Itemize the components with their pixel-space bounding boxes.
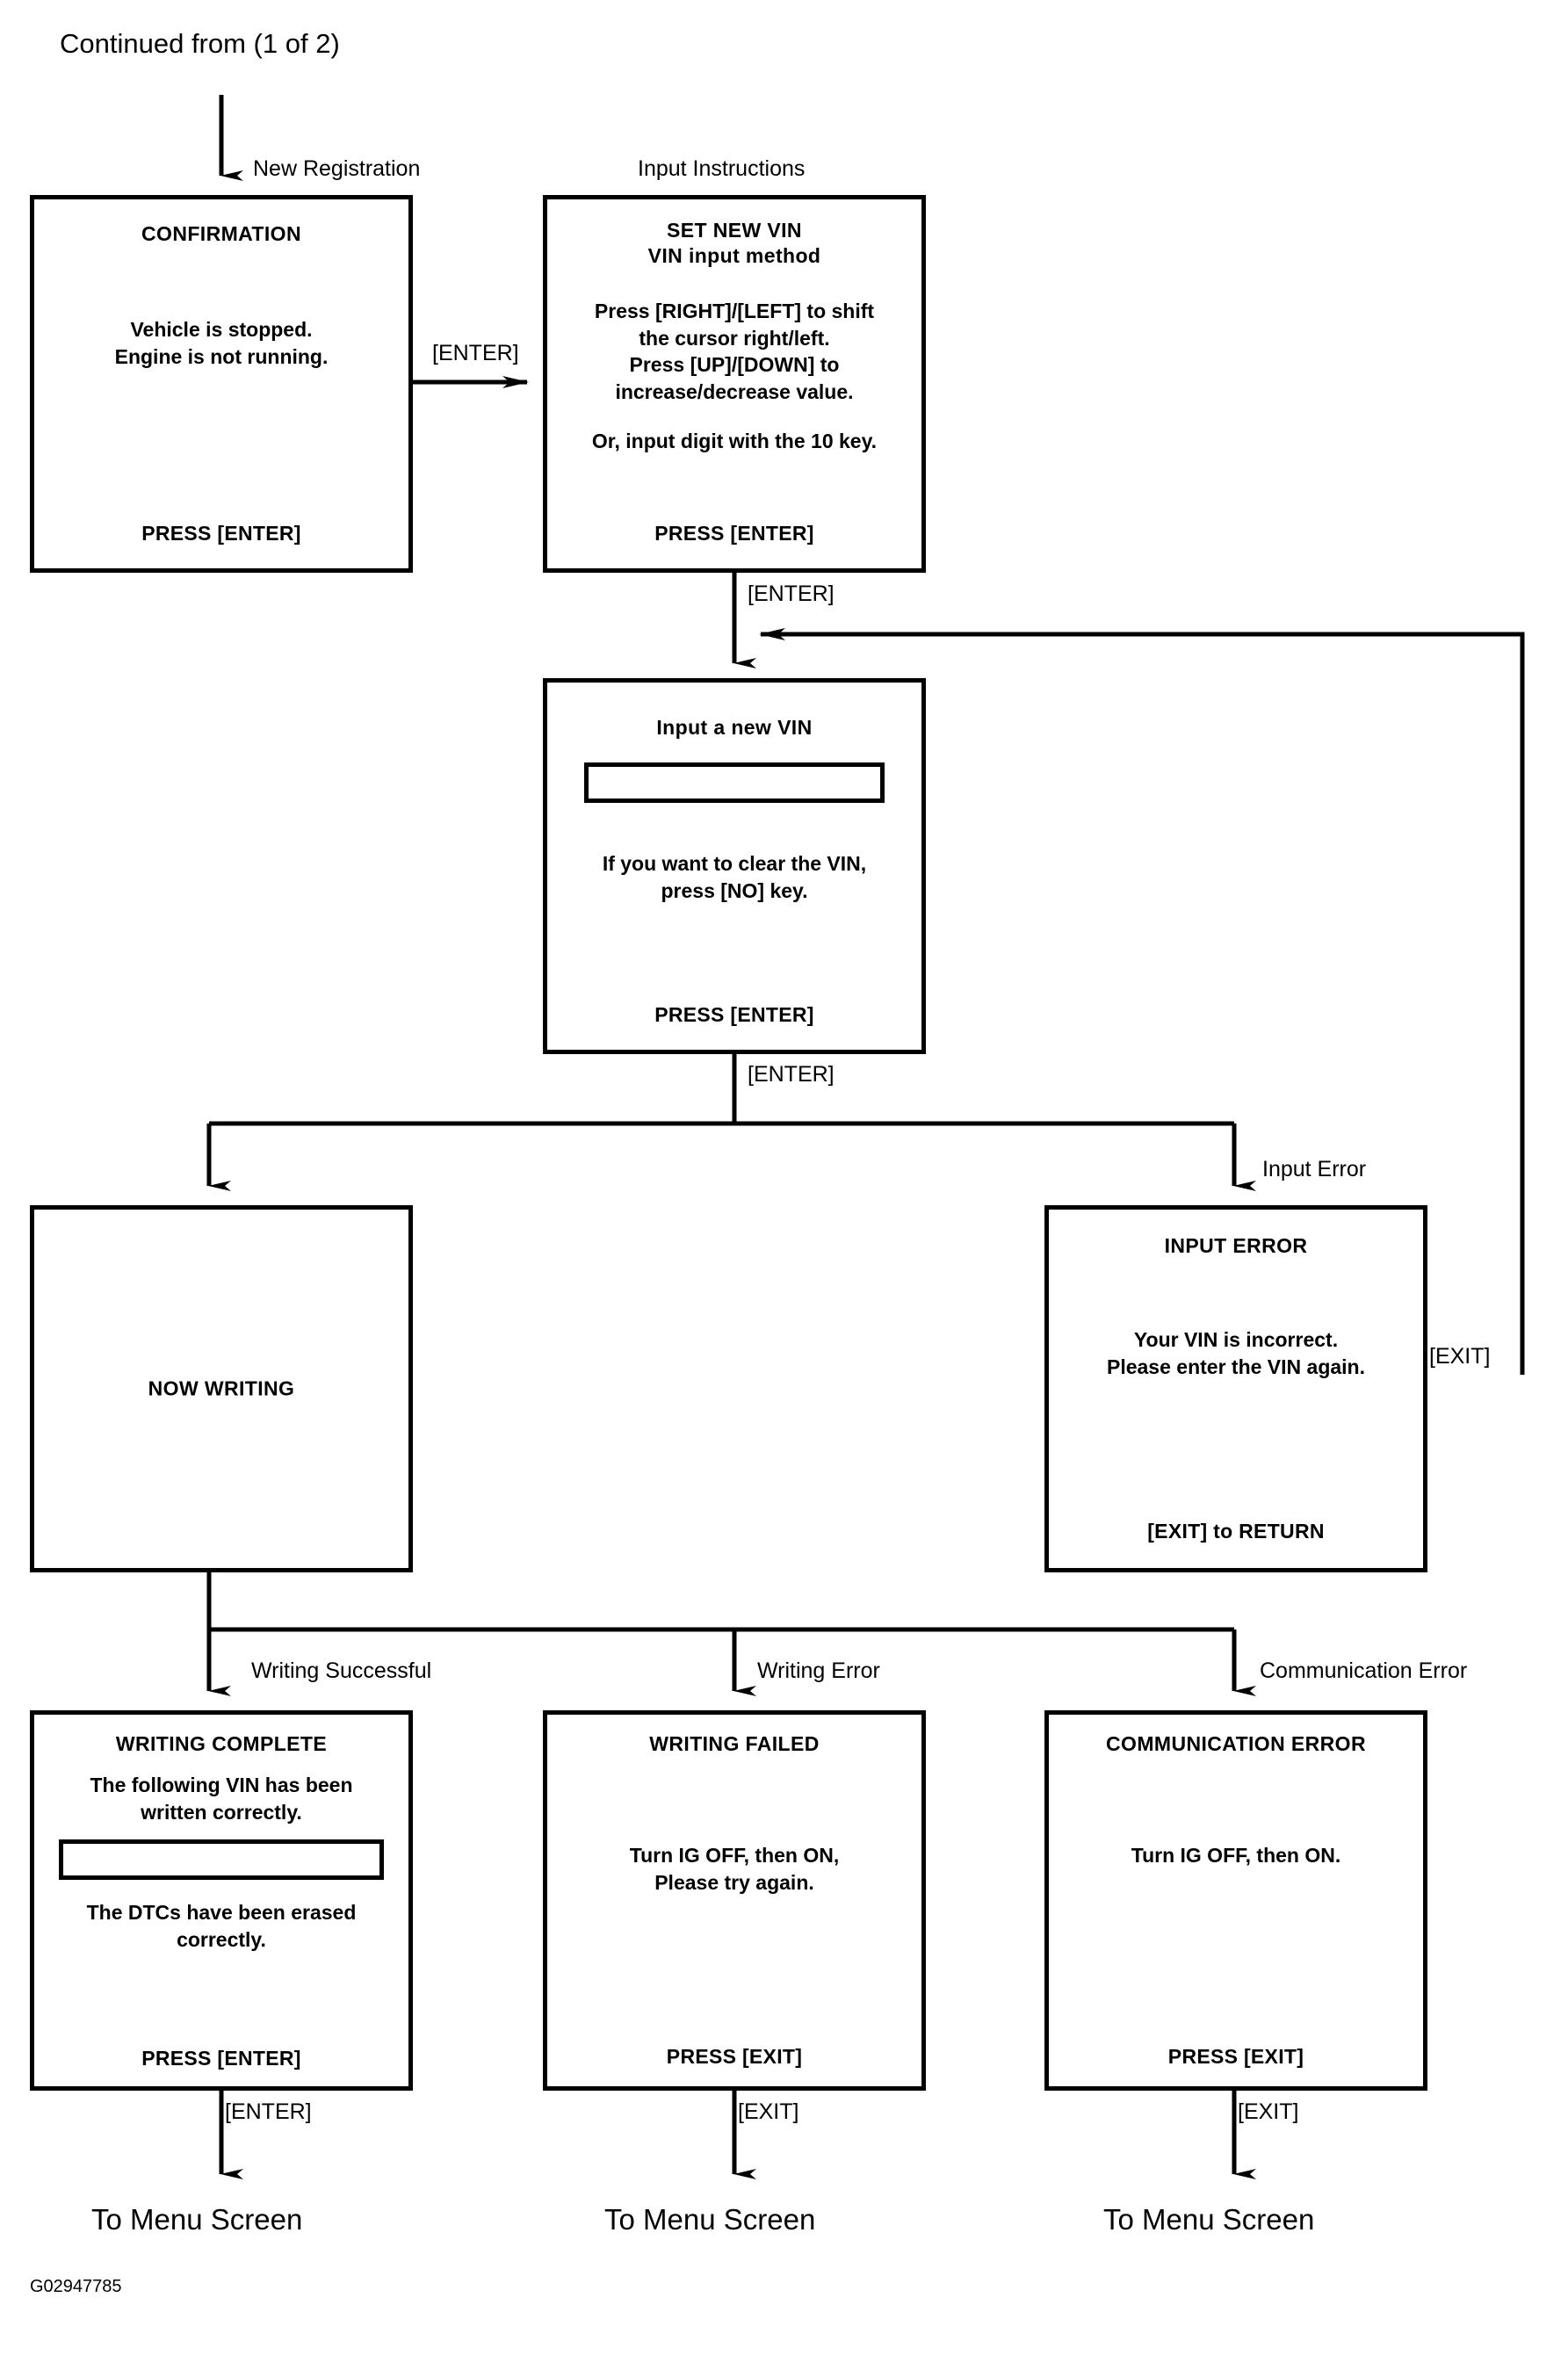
writing-complete-footer: PRESS [ENTER] [141,2047,301,2070]
terminal-to-menu-screen-left: To Menu Screen [91,2203,303,2236]
set-new-vin-instruction-1: Press [RIGHT]/[LEFT] to shift [594,300,875,322]
writing-failed-line-1: Turn IG OFF, then ON, [629,1844,840,1867]
communication-error-title: COMMUNICATION ERROR [1106,1732,1366,1755]
input-a-new-vin-title: Input a new VIN [656,716,813,739]
writing-complete-line-4: correctly. [177,1927,266,1951]
set-new-vin-footer: PRESS [ENTER] [654,522,814,545]
set-new-vin-title-line-1: SET NEW VIN [667,219,802,242]
input-a-new-vin-line-2: press [NO] key. [661,878,808,902]
node-input-error[interactable]: INPUT ERROR Your VIN is incorrect. Pleas… [1044,1205,1427,1572]
caption-new-registration: New Registration [253,156,421,181]
set-new-vin-title-line-2: VIN input method [647,244,821,267]
written-vin-field [59,1839,384,1881]
node-now-writing[interactable]: NOW WRITING [30,1205,413,1572]
node-communication-error[interactable]: COMMUNICATION ERROR Turn IG OFF, then ON… [1044,1710,1427,2091]
confirmation-line-2: Engine is not running. [114,344,329,368]
input-error-line-2: Please enter the VIN again. [1106,1355,1365,1378]
edge-label-comm-to-menu: [EXIT] [1238,2099,1299,2124]
edge-label-input-error-exit: [EXIT] [1429,1344,1491,1369]
node-writing-complete[interactable]: WRITING COMPLETE The following VIN has b… [30,1710,413,2091]
writing-failed-footer: PRESS [EXIT] [666,2045,803,2068]
terminal-to-menu-screen-middle: To Menu Screen [604,2203,816,2236]
input-a-new-vin-line-1: If you want to clear the VIN, [602,852,867,875]
edge-label-failed-to-menu: [EXIT] [738,2099,799,2124]
input-error-title: INPUT ERROR [1164,1234,1308,1257]
communication-error-footer: PRESS [EXIT] [1167,2045,1304,2068]
edge-label-inputvin-branch: [ENTER] [748,1062,835,1087]
set-new-vin-instruction-3: Press [UP]/[DOWN] to [629,353,840,377]
continued-from-note: Continued from (1 of 2) [60,28,340,59]
set-new-vin-instruction-5: Or, input digit with the 10 key. [591,430,878,453]
set-new-vin-instruction-2: the cursor right/left. [639,326,830,350]
caption-communication-error: Communication Error [1260,1658,1468,1683]
writing-complete-line-1: The following VIN has been [90,1774,353,1796]
writing-failed-title: WRITING FAILED [649,1732,820,1755]
node-writing-failed[interactable]: WRITING FAILED Turn IG OFF, then ON, Ple… [543,1710,926,2091]
writing-complete-line-3: The DTCs have been erased [86,1901,357,1925]
node-confirmation[interactable]: CONFIRMATION Vehicle is stopped. Engine … [30,195,413,573]
writing-complete-title: WRITING COMPLETE [115,1732,328,1755]
caption-writing-successful: Writing Successful [251,1658,432,1683]
input-error-footer: [EXIT] to RETURN [1147,1520,1325,1543]
input-error-line-1: Your VIN is incorrect. [1133,1328,1339,1351]
edge-label-setvin-to-inputvin: [ENTER] [748,582,835,606]
confirmation-footer: PRESS [ENTER] [141,522,301,545]
communication-error-line-1: Turn IG OFF, then ON. [1131,1844,1341,1867]
node-set-new-vin[interactable]: SET NEW VIN VIN input method Press [RIGH… [543,195,926,573]
confirmation-title: CONFIRMATION [141,222,301,245]
figure-id-label: G02947785 [30,2277,122,2296]
now-writing-title: NOW WRITING [148,1376,295,1400]
edge-label-complete-to-menu: [ENTER] [225,2099,312,2124]
wire-inputerror-return [759,628,1525,1375]
vin-entry-field[interactable] [584,762,885,803]
writing-complete-line-2: written correctly. [141,1800,302,1824]
edge-label-confirmation-to-setvin: [ENTER] [432,341,519,365]
writing-failed-line-2: Please try again. [654,1870,814,1894]
caption-writing-error: Writing Error [757,1658,880,1683]
node-input-a-new-vin[interactable]: Input a new VIN If you want to clear the… [543,678,926,1054]
confirmation-line-1: Vehicle is stopped. [130,318,313,341]
input-a-new-vin-footer: PRESS [ENTER] [654,1003,814,1026]
terminal-to-menu-screen-right: To Menu Screen [1103,2203,1315,2236]
set-new-vin-instruction-4: increase/decrease value. [615,379,854,403]
caption-input-instructions: Input Instructions [638,156,806,181]
caption-input-error: Input Error [1262,1157,1367,1181]
